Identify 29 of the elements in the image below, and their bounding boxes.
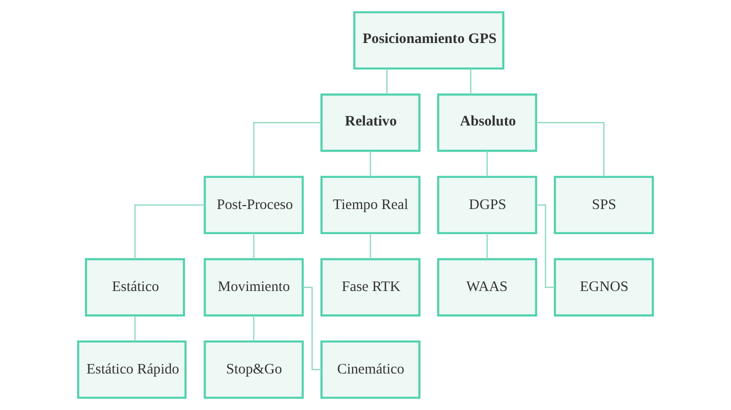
node-box: SPS	[554, 176, 654, 234]
connector	[253, 122, 322, 177]
connector	[302, 286, 322, 370]
connector	[253, 233, 254, 259]
node-box: Stop&Go	[204, 340, 304, 399]
node-box: Estático	[84, 258, 185, 316]
node-box: Estático Rápido	[77, 340, 187, 399]
node-box: Fase RTK	[320, 258, 420, 316]
connector	[470, 68, 472, 94]
connector	[386, 68, 388, 94]
connector	[370, 151, 372, 177]
connector	[486, 151, 488, 177]
node-box: Tiempo Real	[320, 176, 420, 234]
connector	[134, 204, 205, 259]
node-box: Movimiento	[204, 258, 304, 316]
connector	[536, 204, 555, 288]
connector	[370, 233, 372, 259]
connector	[253, 316, 254, 342]
node-box: WAAS	[437, 258, 538, 316]
node-box: Relativo	[320, 94, 420, 152]
connector	[486, 233, 488, 259]
node-box: Absoluto	[437, 94, 538, 152]
connector	[134, 316, 136, 342]
node-box: Post-Proceso	[204, 176, 304, 234]
node-box: Cinemático	[320, 340, 420, 399]
node-box: EGNOS	[554, 258, 654, 316]
connector	[536, 122, 604, 177]
node-box: Posicionamiento GPS	[353, 11, 504, 70]
node-box: DGPS	[437, 176, 538, 234]
